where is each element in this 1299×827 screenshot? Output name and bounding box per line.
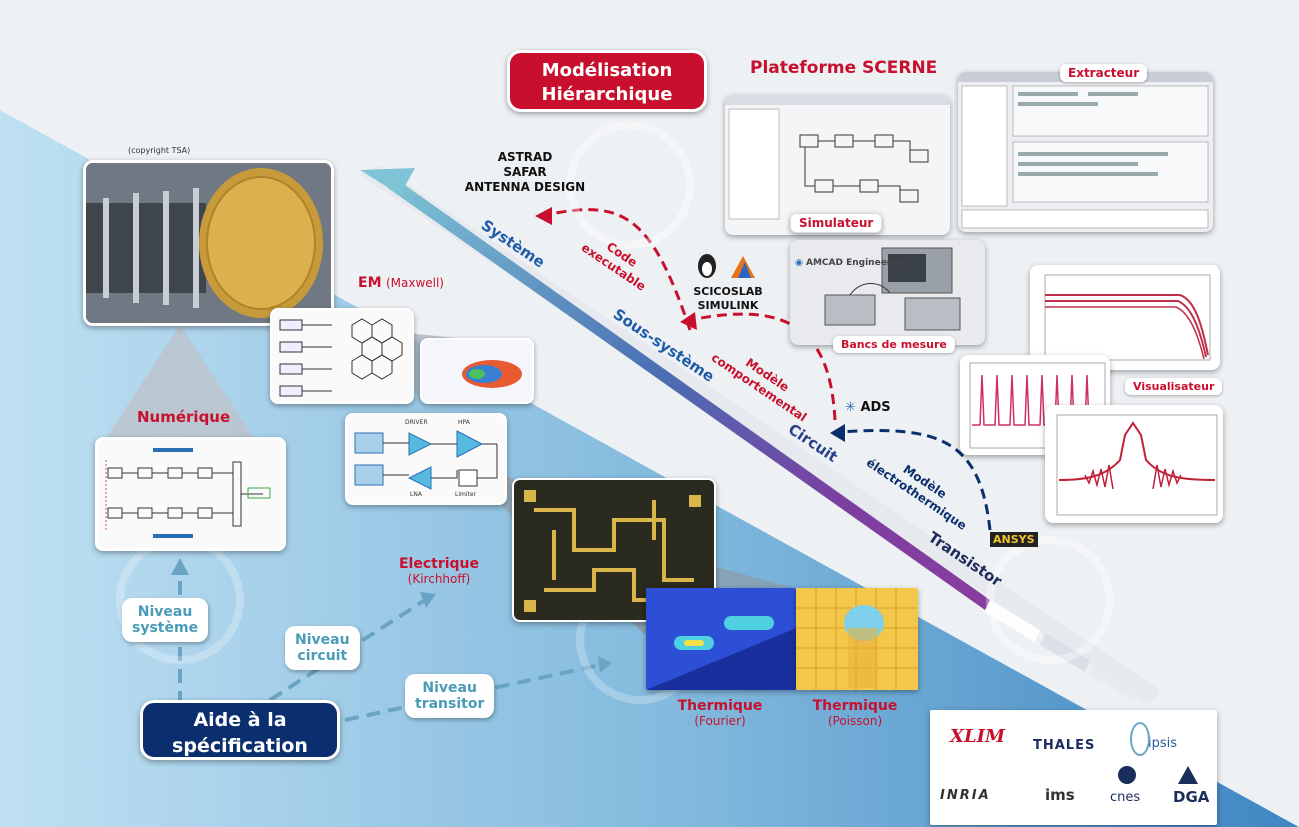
amcad-icon: ◉ — [795, 258, 803, 268]
ads-icon: ✳ — [845, 400, 856, 415]
extracteur-label: Extracteur — [1060, 64, 1148, 82]
plateforme-title: Plateforme SCERNE — [750, 58, 938, 78]
thermique-fourier-image — [646, 588, 796, 690]
partner-dga: DGA — [1173, 788, 1210, 806]
numerique-block-diagram — [95, 437, 286, 551]
ansys-logo: ANSYS — [990, 532, 1038, 547]
antenna-photo — [83, 160, 334, 326]
electrique-subtitle: (Kirchhoff) — [407, 572, 471, 586]
dga-icon — [1178, 766, 1198, 784]
tools-astrad-block: ASTRAD SAFAR ANTENNA DESIGN — [440, 150, 610, 195]
niveau-circuit-box: Niveau circuit — [285, 626, 360, 670]
cnes-icon — [1118, 766, 1136, 784]
astrad-label: ASTRAD — [497, 150, 553, 164]
niveau-systeme-box: Niveau système — [122, 598, 209, 642]
extracteur-ui — [958, 72, 1213, 229]
em-title: EM — [358, 275, 382, 291]
hpa-label: HPA — [458, 419, 470, 426]
scicoslab-logos — [693, 252, 763, 280]
em-title-block: EM (Maxwell) — [358, 275, 444, 291]
rf-chain — [347, 415, 505, 503]
simulink-label: SIMULINK — [697, 299, 759, 312]
simulateur-diagram — [725, 95, 950, 220]
radiation-plot — [422, 340, 532, 402]
em-network-diagram — [270, 308, 414, 404]
simulateur-label: Simulateur — [790, 213, 883, 233]
bancs-label: Bancs de mesure — [833, 336, 955, 353]
thermique-fourier-title: Thermique — [677, 698, 763, 714]
driver-label: DRIVER — [405, 419, 428, 426]
cone-numerique — [105, 325, 255, 440]
plot-curves — [1044, 274, 1211, 361]
bancs-instruments — [824, 247, 961, 331]
partners-panel: XLIM THALES ipsis INRIA ims cnes DGA — [930, 710, 1217, 825]
main-arrow-shaft — [388, 178, 990, 610]
tr-module-network — [272, 310, 412, 402]
antenna-design-label: ANTENNA DESIGN — [464, 180, 586, 194]
chip-layout — [514, 480, 714, 620]
scicoslab-block: SCICOSLAB SIMULINK — [683, 285, 773, 313]
main-arrow-head — [360, 168, 415, 195]
bancs-de-mesure-photo — [790, 240, 985, 345]
lna-label: LNA — [410, 491, 422, 498]
plot-spectrum — [1056, 414, 1218, 516]
thermal-map-fourier — [646, 588, 796, 690]
ads-label: ADS — [860, 400, 891, 415]
aide-specification-box: Aide à la spécification — [140, 700, 340, 760]
partner-inria: INRIA — [940, 788, 991, 803]
scicoslab-icon — [698, 254, 755, 278]
modele-electrothermique-arrow — [839, 429, 992, 531]
electrique-title-block: Electrique (Kirchhoff) — [395, 556, 483, 586]
limiter-label: Limiter — [455, 491, 477, 498]
thermique-poisson-block: Thermique (Poisson) — [795, 698, 915, 728]
em-subtitle: (Maxwell) — [385, 276, 444, 290]
thermique-poisson-subtitle: (Poisson) — [827, 714, 883, 728]
ads-block: ✳ ADS — [845, 400, 891, 415]
niveau-transistor-box: Niveau transitor — [405, 674, 495, 718]
ipsis-icon — [1130, 722, 1150, 756]
visualisateur-label: Visualisateur — [1125, 378, 1223, 395]
amcad-label: AMCAD Engineering — [806, 258, 908, 268]
circuit-block-diagram — [345, 413, 507, 505]
visualisateur-plot-1 — [1030, 265, 1220, 370]
amcad-logo: ◉ AMCAD Engineering — [795, 258, 907, 268]
thermique-fourier-subtitle: (Fourier) — [694, 714, 746, 728]
thermique-poisson-image — [796, 588, 918, 690]
partner-xlim: XLIM — [950, 726, 1005, 747]
extracteur-screenshot — [958, 72, 1213, 232]
partner-ims: ims — [1045, 786, 1075, 804]
electrique-title: Electrique — [398, 556, 480, 572]
copyright-label: (copyright TSA) — [128, 146, 191, 155]
thermal-map-poisson — [796, 588, 918, 690]
numerique-title: Numérique — [137, 408, 231, 426]
scicoslab-label: SCICOSLAB — [693, 285, 763, 298]
thermique-fourier-block: Thermique (Fourier) — [660, 698, 780, 728]
safar-label: SAFAR — [503, 165, 547, 179]
modelisation-title-box: Modélisation Hiérarchique — [507, 50, 707, 112]
simulateur-screenshot — [725, 95, 950, 235]
em-radiation-pattern — [420, 338, 534, 404]
antenna-illustration — [86, 163, 331, 323]
thermique-poisson-title: Thermique — [812, 698, 898, 714]
partner-thales: THALES — [1033, 738, 1096, 753]
digital-schematic — [98, 440, 283, 548]
visualisateur-plot-3 — [1045, 405, 1223, 523]
partner-cnes: cnes — [1110, 790, 1141, 805]
partner-ipsis: ipsis — [1148, 736, 1178, 751]
